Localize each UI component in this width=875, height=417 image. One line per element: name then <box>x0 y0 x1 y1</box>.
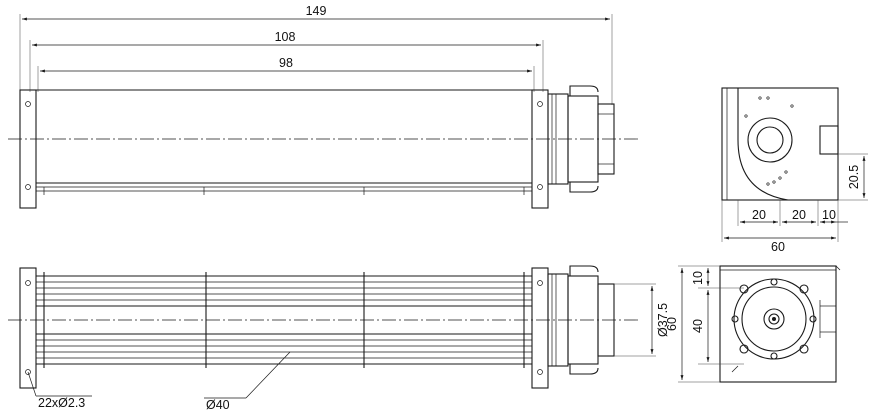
front-view-top <box>8 85 640 209</box>
holes-label: 22xØ2.3 <box>38 396 85 410</box>
impeller-diameter-label: Ø40 <box>206 398 230 412</box>
dim-20-a-label: 20 <box>752 208 766 222</box>
dim-149-label: 149 <box>306 4 327 18</box>
dim-20-5-label: 20.5 <box>847 165 861 189</box>
dimension-108: 108 <box>29 30 544 92</box>
dim-40-end-label: 40 <box>691 319 705 333</box>
dim-108-label: 108 <box>275 30 296 44</box>
dim-10-label: 10 <box>822 208 836 222</box>
dim-60-height-label: 60 <box>665 317 679 331</box>
side-view: 20.5 20 20 10 60 <box>721 87 868 254</box>
dimension-98: 98 <box>37 56 535 92</box>
end-view: 60 10 40 <box>665 265 841 383</box>
dim-20-b-label: 20 <box>792 208 806 222</box>
dim-10-end-label: 10 <box>691 271 705 285</box>
front-view-bottom: Ø37.5 22xØ2.3 Ø40 <box>8 265 670 412</box>
dim-motor-diameter-label: Ø37.5 <box>656 303 670 337</box>
dim-60-width-label: 60 <box>771 240 785 254</box>
dimension-149: 149 <box>19 4 613 105</box>
dim-98-label: 98 <box>279 56 293 70</box>
